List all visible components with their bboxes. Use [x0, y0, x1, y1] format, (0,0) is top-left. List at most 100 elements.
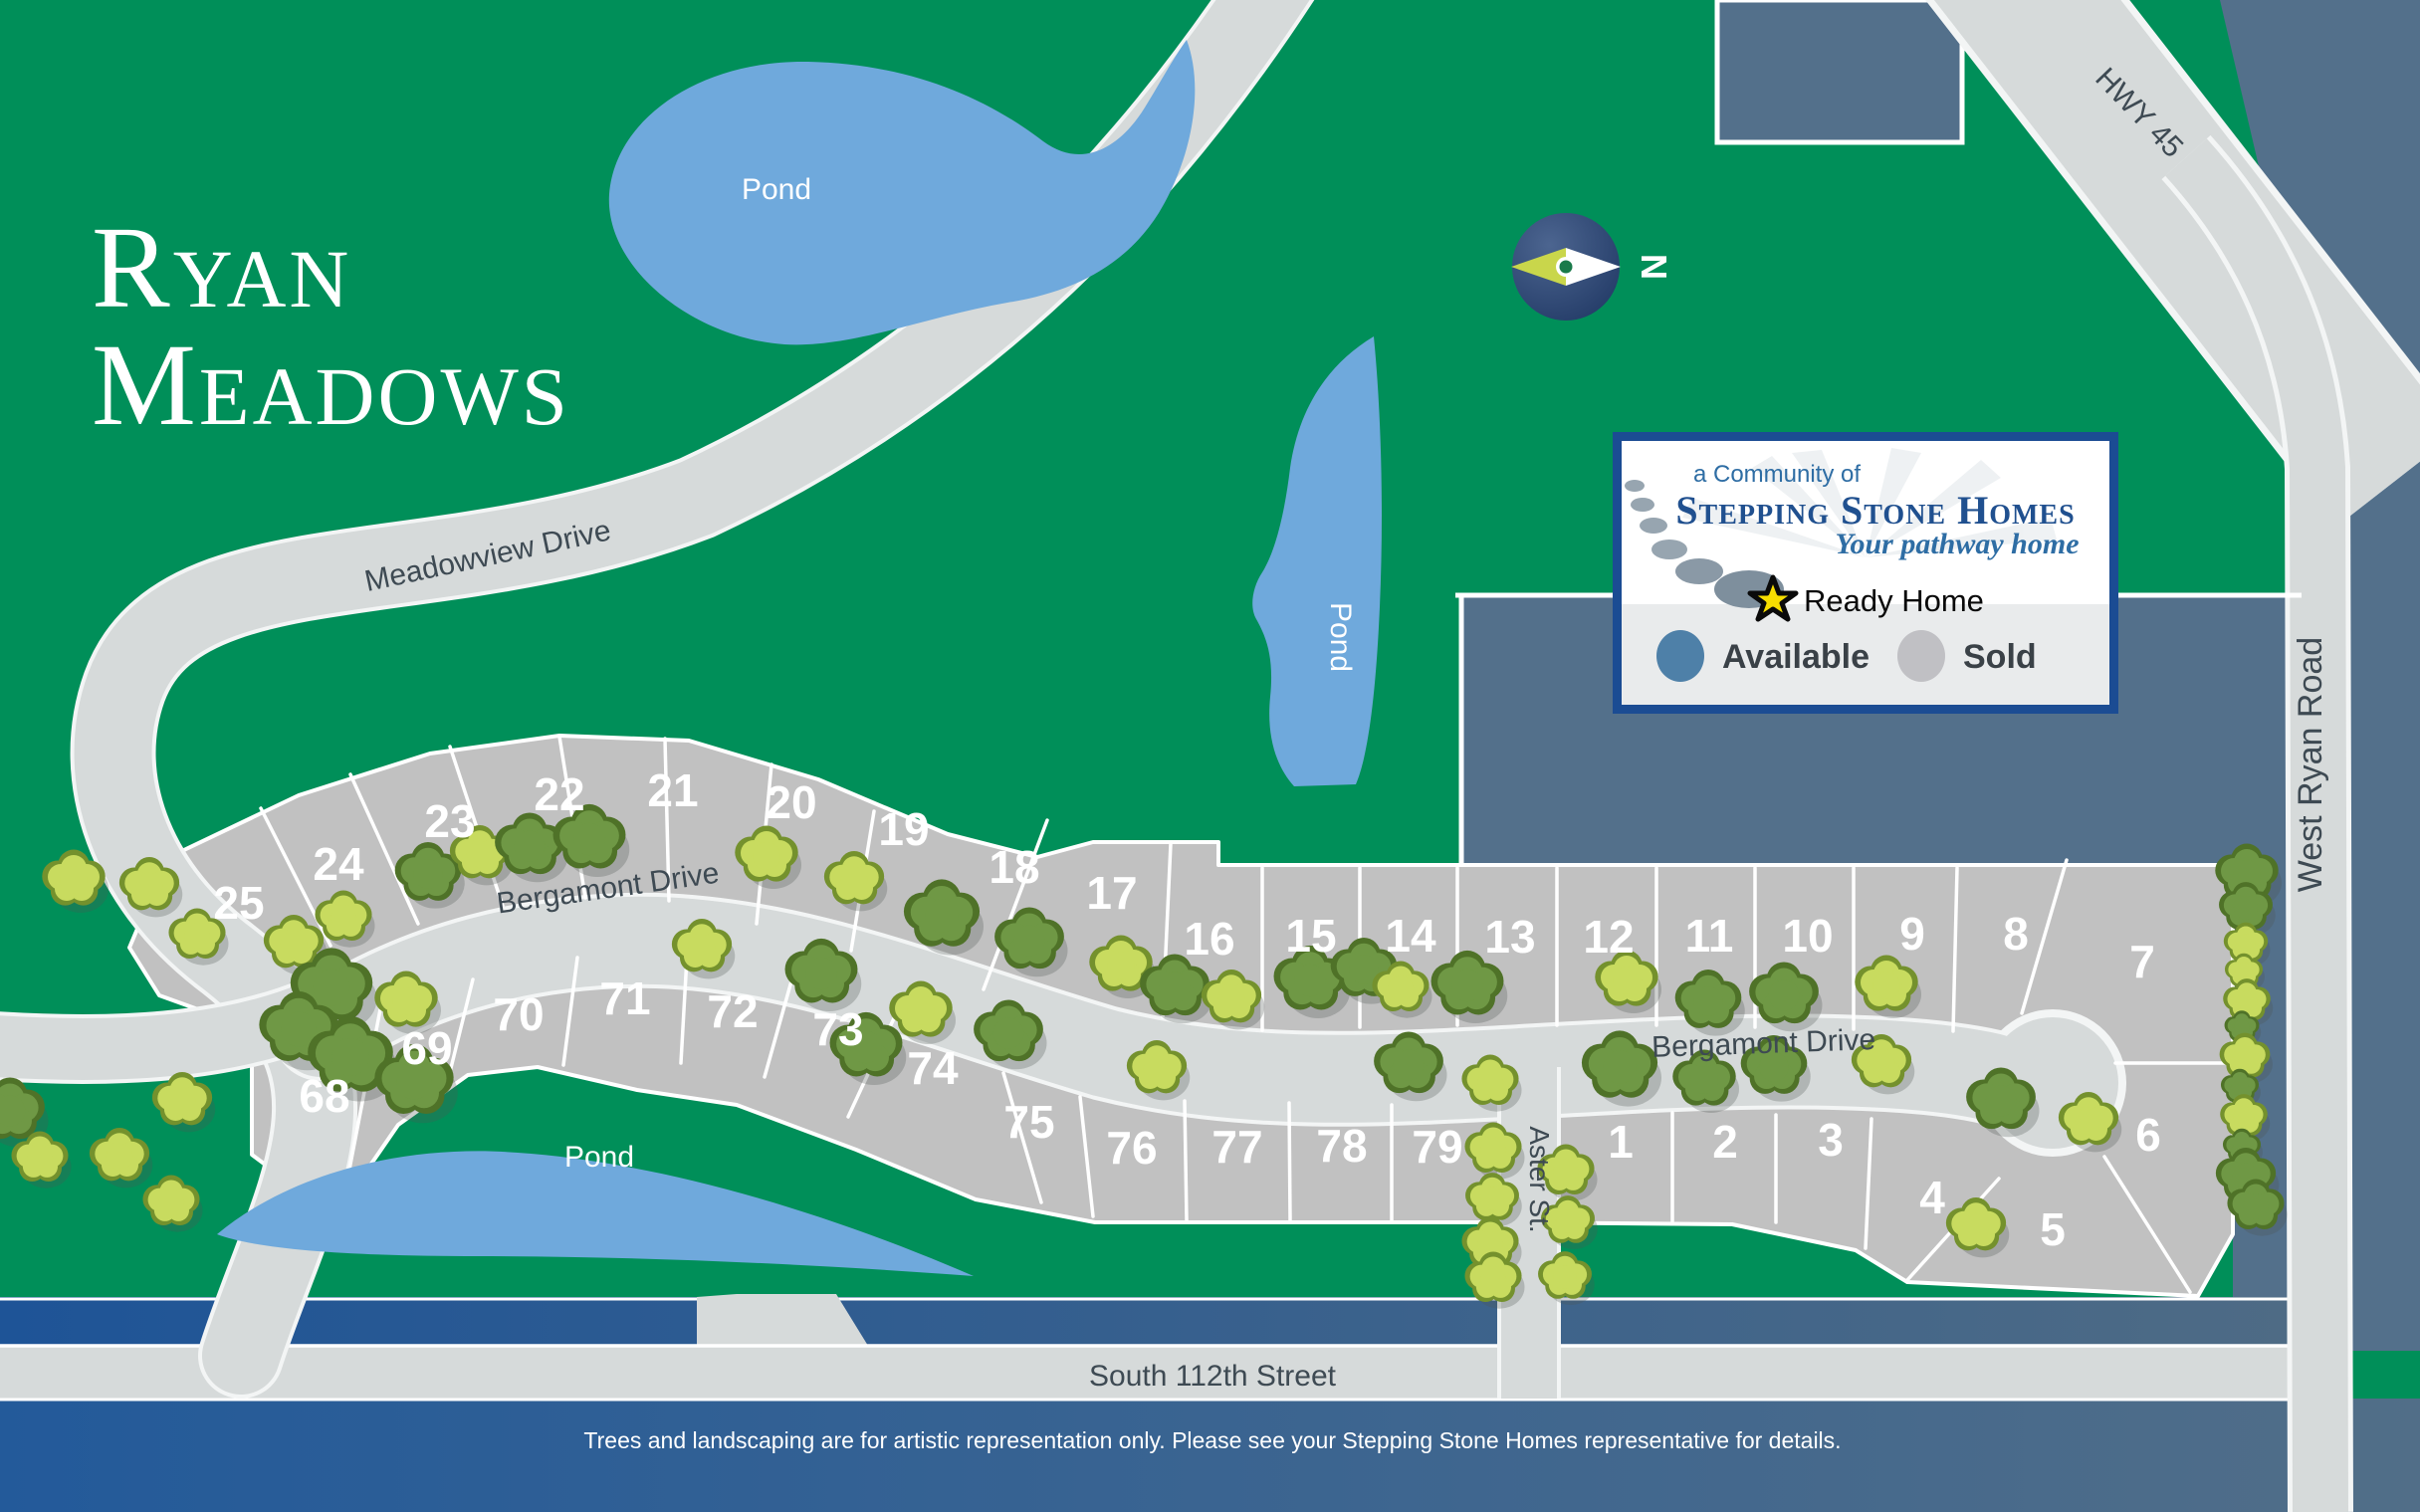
- tree-dark-icon: [1140, 954, 1213, 1024]
- lot-division-line: [1951, 866, 1959, 1033]
- tree-light-icon: [889, 980, 956, 1044]
- tree-light-icon: [1538, 1251, 1595, 1306]
- tree-light-icon: [1595, 950, 1661, 1013]
- lot-number-75: 75: [1003, 1096, 1054, 1148]
- tree-light-icon: [671, 919, 736, 979]
- tree-light-icon: [1465, 1173, 1522, 1227]
- street-label-aster: Aster St.: [1524, 1126, 1555, 1232]
- lot-number-14: 14: [1385, 910, 1436, 962]
- compass-hub: [1559, 260, 1573, 274]
- tree-dark-icon: [903, 879, 984, 956]
- tree-dark-icon: [1749, 962, 1823, 1032]
- lot-number-18: 18: [989, 841, 1039, 893]
- tree-light-icon: [1851, 1034, 1915, 1095]
- lot-division-line: [679, 956, 689, 1065]
- tree-light-icon: [1945, 1197, 2010, 1258]
- lot-number-76: 76: [1106, 1122, 1157, 1174]
- tree-light-icon: [1855, 955, 1921, 1018]
- ponds: [217, 40, 1382, 1276]
- tree-light-icon: [1126, 1040, 1191, 1101]
- pond-middle: [1252, 336, 1382, 786]
- tree-light-icon: [168, 908, 229, 966]
- lot-number-68: 68: [299, 1070, 349, 1122]
- lot-number-71: 71: [599, 972, 650, 1024]
- lot-number-74: 74: [907, 1042, 959, 1094]
- lot-number-17: 17: [1086, 867, 1137, 919]
- tree-light-icon: [42, 849, 109, 913]
- tree-dark-icon: [1581, 1030, 1661, 1107]
- lot-number-7: 7: [2129, 936, 2155, 987]
- lot-number-79: 79: [1412, 1121, 1462, 1173]
- legend-tagline: Your pathway home: [1835, 528, 2079, 560]
- ready-home-star-icon: [1747, 574, 1799, 622]
- trees: [0, 803, 2288, 1309]
- offsite-parcel-top: [1714, 0, 1965, 145]
- tree-dark-icon: [1672, 1049, 1739, 1113]
- tree-light-icon: [1464, 1122, 1525, 1180]
- legend-sold: Sold: [1963, 638, 2037, 676]
- lot-number-77: 77: [1211, 1121, 1262, 1173]
- lot-number-20: 20: [766, 776, 816, 828]
- lot-division-line: [663, 737, 671, 903]
- lot-number-22: 22: [534, 768, 584, 820]
- lot-division-line: [982, 818, 1049, 991]
- sold-swatch: [1897, 630, 1945, 682]
- compass-north-letter: N: [1634, 254, 1674, 280]
- lot-division-line: [2102, 1155, 2192, 1294]
- tree-light-icon: [2058, 1092, 2122, 1153]
- lot-division-line: [1001, 1071, 1043, 1204]
- street-label-west-ryan: West Ryan Road: [2292, 637, 2329, 892]
- lot-division-line: [2020, 858, 2069, 1015]
- legend-brand: Stepping Stone Homes: [1675, 488, 2075, 533]
- street-label-south-112th: South 112th Street: [1089, 1360, 1337, 1393]
- lot-number-9: 9: [1899, 908, 1925, 960]
- tree-dark-icon: [495, 812, 568, 883]
- lot-number-19: 19: [878, 803, 929, 855]
- south-112th-street: [0, 1346, 2349, 1401]
- disclaimer-text: Trees and landscaping are for artistic r…: [583, 1427, 1841, 1453]
- lot-division-line: [1864, 1117, 1873, 1250]
- tree-light-icon: [1541, 1195, 1598, 1250]
- tree-light-icon: [118, 857, 183, 918]
- tree-light-icon: [735, 825, 801, 889]
- tree-dark-icon: [1374, 1031, 1447, 1102]
- lot-division-line: [446, 977, 475, 1082]
- compass-needle-west: [1511, 248, 1566, 286]
- south-buffer-band: [0, 1297, 2296, 1348]
- lot-number-72: 72: [707, 985, 758, 1037]
- tree-dark-icon: [2227, 1179, 2288, 1236]
- compass: N: [1511, 213, 1674, 321]
- tree-dark-icon: [974, 999, 1047, 1070]
- tree-light-icon: [89, 1128, 153, 1188]
- lot-number-21: 21: [647, 764, 698, 816]
- tree-light-icon: [1464, 1251, 1525, 1309]
- tree-light-icon: [142, 1175, 203, 1232]
- lot-division-line: [1078, 1095, 1095, 1218]
- lot-number-1: 1: [1608, 1116, 1634, 1168]
- pond-north: [608, 40, 1196, 345]
- street-flare: [697, 1294, 868, 1346]
- tree-dark-icon: [394, 841, 465, 909]
- lot-number-11: 11: [1685, 910, 1734, 962]
- lot-number-8: 8: [2003, 908, 2029, 960]
- tree-dark-icon: [1740, 1034, 1811, 1102]
- lot-number-15: 15: [1285, 910, 1336, 962]
- community-title: Ryan Meadows: [92, 202, 570, 450]
- lot-number-70: 70: [493, 988, 544, 1040]
- lot-number-6: 6: [2135, 1109, 2161, 1161]
- title-line-2: Meadows: [92, 320, 570, 450]
- available-swatch: [1656, 630, 1704, 682]
- lot-number-5: 5: [2040, 1203, 2066, 1255]
- lot-number-73: 73: [812, 1003, 863, 1055]
- lot-number-4: 4: [1919, 1172, 1945, 1223]
- legend-ready-home: Ready Home: [1804, 583, 1984, 618]
- sunburst-icon: [1682, 448, 2057, 557]
- lot-number-13: 13: [1484, 911, 1535, 963]
- tree-light-icon: [1537, 1144, 1598, 1201]
- tree-dark-icon: [374, 1043, 458, 1124]
- lot-number-16: 16: [1184, 913, 1234, 965]
- lot-number-10: 10: [1782, 910, 1833, 962]
